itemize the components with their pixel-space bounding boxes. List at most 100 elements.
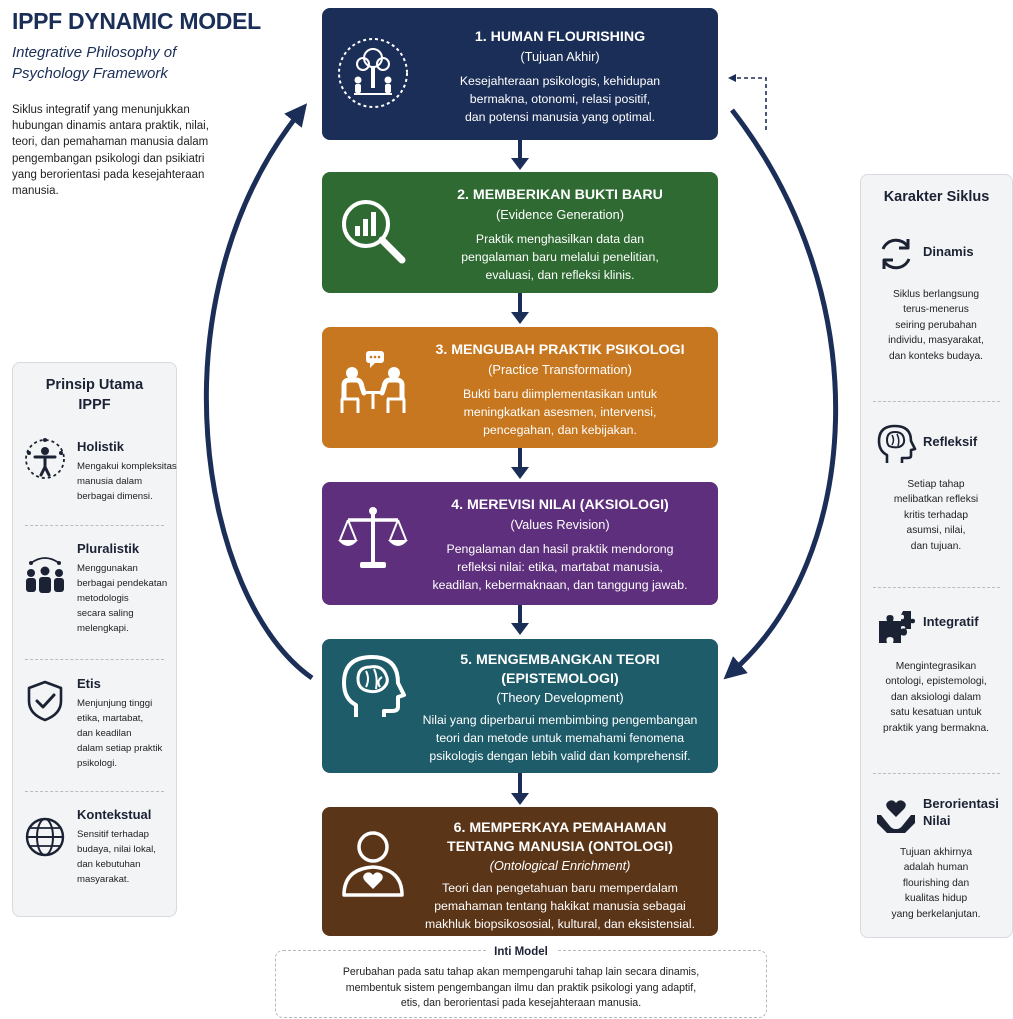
- model-core-text: Perubahan pada satu tahap akan mempengar…: [286, 965, 756, 1012]
- step-2-subtitle: (Evidence Generation): [495, 207, 625, 222]
- principle-head-holistik: Holistik: [77, 439, 124, 454]
- body-line: Nilai yang diperbarui membimbing pengemb…: [422, 713, 698, 727]
- step-connectors: [511, 140, 529, 805]
- text-line: melibatkan refleksi: [893, 494, 979, 506]
- title-line: (EPISTEMOLOGI): [501, 671, 619, 687]
- model-core-title: Inti Model: [276, 942, 766, 960]
- text-line: Menjunjung tinggi: [77, 698, 153, 709]
- text-line: secara saling: [77, 608, 134, 619]
- text-line: Setiap tahap: [907, 479, 965, 490]
- head-brain-icon: [342, 655, 406, 717]
- text-line: terus-menerus: [903, 304, 969, 316]
- tree-people-icon: [338, 38, 408, 108]
- step-card-1: 1. HUMAN FLOURISHING (Tujuan Akhir) Kese…: [322, 8, 718, 140]
- body-line: refleksi nilai: etika, martabat manusia,: [457, 560, 663, 574]
- title-line: TENTANG MANUSIA (ONTOLOGI): [447, 839, 673, 855]
- group-people-icon: [26, 557, 64, 593]
- step-4-body: Pengalaman dan hasil praktik mendorong r…: [412, 540, 708, 594]
- body-line: Praktik menghasilkan data dan: [475, 232, 645, 246]
- text-line: dan keadilan: [77, 728, 132, 739]
- step-card-5: 5. MENGEMBANGKAN TEORI (EPISTEMOLOGI) (T…: [322, 639, 718, 773]
- puzzle-icon: [879, 611, 915, 643]
- text-line: Perubahan pada satu tahap akan mempengar…: [342, 966, 700, 978]
- text-line: budaya, nilai lokal,: [77, 844, 156, 855]
- body-line: makhluk biopsikososial, kultural, dan ek…: [425, 917, 695, 931]
- step-2-body: Praktik menghasilkan data dan pengalaman…: [412, 230, 708, 284]
- step-6-body: Teori dan pengetahuan baru memperdalam p…: [412, 879, 708, 933]
- text-line: melengkapi.: [77, 623, 129, 634]
- step-3-title: 3. MENGUBAH PRAKTIK PSIKOLOGI: [435, 342, 685, 358]
- text-line: dalam setiap praktik: [77, 743, 163, 754]
- principle-text-holistik: Mengakui kompleksitas manusia dalam berb…: [77, 459, 177, 504]
- divider: [25, 659, 164, 660]
- text-line: individu, masyarakat,: [888, 335, 984, 347]
- text-line: Sensitif terhadap: [77, 829, 149, 840]
- body-line: pemahaman tentang hakikat manusia sebaga…: [434, 899, 686, 913]
- step-6-subtitle: (Ontological Enrichment): [489, 858, 631, 873]
- principles-panel: Prinsip Utama IPPF Holistik Mengakui kom…: [12, 362, 177, 917]
- principle-head-etis: Etis: [77, 676, 101, 691]
- body-line: Teori dan pengetahuan baru memperdalam: [442, 881, 678, 895]
- step-1-subtitle: (Tujuan Akhir): [520, 49, 600, 64]
- character-head-berorientasi-nilai: Berorientasi Nilai: [923, 795, 999, 829]
- step-card-6: 6. MEMPERKAYA PEMAHAMAN TENTANG MANUSIA …: [322, 807, 718, 936]
- title-line: IPPF: [78, 397, 111, 413]
- text-line: Mengintegrasikan: [895, 661, 977, 672]
- text-line: masyarakat.: [77, 874, 130, 885]
- head-brain-icon: [877, 424, 917, 463]
- character-text-dinamis: Siklus berlangsung terus-menerus seiring…: [863, 287, 1009, 364]
- text-line: dan tujuan.: [910, 540, 962, 552]
- title-line: Prinsip Utama: [45, 377, 144, 393]
- text-line: praktik yang bermakna.: [883, 722, 989, 734]
- text-line: Tujuan akhirnya: [899, 847, 973, 858]
- character-text-integratif: Mengintegrasikan ontologi, epistemologi,…: [863, 659, 1009, 736]
- body-line: evaluasi, dan refleksi klinis.: [485, 268, 635, 282]
- text-line: satu kesatuan untuk: [890, 707, 982, 719]
- dashed-feedback-arrow: [728, 74, 767, 130]
- text-line: flourishing dan: [902, 877, 970, 889]
- text-line: seiring perubahan: [895, 319, 977, 331]
- character-head-integratif: Integratif: [923, 614, 979, 629]
- text-line: etika, martabat,: [77, 713, 144, 724]
- text-line: kualitas hidup: [904, 893, 968, 905]
- text-line: dan aksiologi dalam: [890, 691, 982, 703]
- text-line: berbagai pendekatan: [77, 578, 168, 589]
- text-line: psikologi.: [77, 758, 117, 769]
- text-line: Menggunakan: [77, 563, 138, 574]
- principle-text-pluralistik: Menggunakan berbagai pendekatan metodolo…: [77, 561, 177, 636]
- shield-check-icon: [27, 680, 63, 722]
- step-3-body: Bukti baru diimplementasikan untuk menin…: [412, 385, 708, 439]
- counseling-session-icon: [340, 351, 406, 413]
- text-line: berbagai dimensi.: [77, 491, 153, 502]
- step-4-subtitle: (Values Revision): [510, 517, 610, 532]
- text-line: dan kebutuhan: [77, 859, 141, 870]
- right-cycle-arrow: [723, 108, 838, 680]
- step-4-title: 4. MEREVISI NILAI (AKSIOLOGI): [451, 497, 669, 513]
- balance-scale-icon: [338, 507, 408, 568]
- step-1-body: Kesejahteraan psikologis, kehidupan berm…: [412, 72, 708, 126]
- head-line: Berorientasi: [923, 796, 999, 811]
- title-line: 5. MENGEMBANGKAN TEORI: [460, 652, 660, 668]
- person-heart-icon: [342, 831, 404, 897]
- text-line: yang berkelanjutan.: [891, 908, 981, 920]
- intro-text: Siklus integratif yang menunjukkan hubun…: [12, 104, 209, 198]
- body-line: meningkatkan asesmen, intervensi,: [463, 405, 657, 419]
- globe-icon: [25, 817, 65, 857]
- character-text-refleksif: Setiap tahap melibatkan refleksi kritis …: [863, 477, 1009, 554]
- left-cycle-arrow: [203, 103, 314, 681]
- step-card-3: 3. MENGUBAH PRAKTIK PSIKOLOGI (Practice …: [322, 327, 718, 448]
- step-1-title: 1. HUMAN FLOURISHING: [474, 29, 646, 45]
- body-line: Pengalaman dan hasil praktik mendorong: [446, 542, 674, 556]
- principles-panel-title: Prinsip Utama IPPF: [13, 375, 176, 415]
- body-line: pencegahan, dan kebijakan.: [483, 423, 637, 437]
- text-line: dan konteks budaya.: [888, 350, 984, 362]
- principle-text-kontekstual: Sensitif terhadap budaya, nilai lokal, d…: [77, 827, 177, 887]
- step-5-subtitle: (Theory Development): [496, 690, 624, 705]
- cycle-arrows-icon: [881, 238, 911, 270]
- text-line: ontologi, epistemologi,: [885, 676, 987, 688]
- body-line: dan potensi manusia yang optimal.: [464, 110, 656, 124]
- body-line: Bukti baru diimplementasikan untuk: [462, 387, 658, 401]
- body-line: keadilan, kebermaknaan, dan tanggung jaw…: [432, 578, 688, 592]
- subtitle-line: Integrative Philosophy of: [12, 44, 177, 61]
